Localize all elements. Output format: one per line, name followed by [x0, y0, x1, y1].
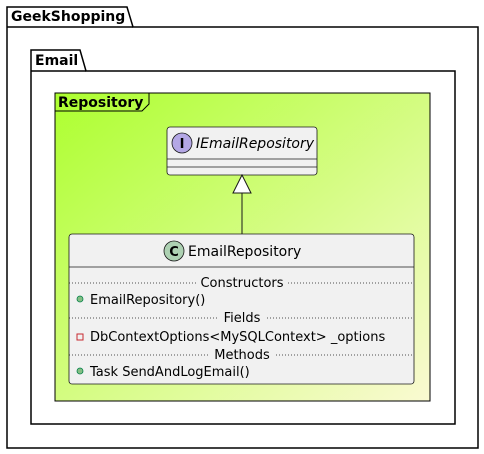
member-constructor: EmailRepository() — [90, 293, 205, 308]
section-fields-label: Fields — [224, 311, 261, 326]
package-email-label: Email — [35, 53, 78, 69]
section-methods-label: Methods — [214, 348, 270, 363]
section-fields-bg — [218, 311, 266, 325]
private-marker-icon — [76, 333, 84, 341]
interface-icon — [171, 132, 193, 154]
package-geekshopping-border — [6, 6, 479, 449]
section-methods-bg — [208, 348, 276, 362]
class-emailrepository[interactable]: C EmailRepository Constructors EmailRepo… — [68, 233, 415, 385]
public-marker-icon — [76, 367, 84, 375]
class-box — [68, 233, 415, 385]
class-glyph: C — [169, 245, 179, 260]
section-constructors-bg — [196, 276, 288, 290]
frame-repository-label: Repository — [58, 95, 143, 111]
interface-glyph: I — [180, 137, 185, 152]
section-constructors-label: Constructors — [200, 276, 283, 291]
package-email-border — [30, 49, 456, 425]
realization-arrow — [232, 173, 252, 234]
member-field: DbContextOptions<MySQLContext> _options — [90, 330, 385, 345]
interface-iemailrepository[interactable]: I IEmailRepository — [166, 126, 318, 176]
package-geekshopping-label: GeekShopping — [11, 9, 125, 25]
public-marker-icon — [76, 295, 84, 303]
frame-repository-tab — [54, 92, 150, 112]
package-geekshopping: GeekShopping — [6, 6, 479, 449]
package-email: Email — [30, 49, 456, 425]
class-icon — [163, 240, 185, 262]
class-name: EmailRepository — [188, 244, 301, 260]
member-method: Task SendAndLogEmail() — [89, 365, 250, 380]
realization-arrowhead — [232, 173, 252, 194]
interface-name: IEmailRepository — [196, 136, 315, 152]
